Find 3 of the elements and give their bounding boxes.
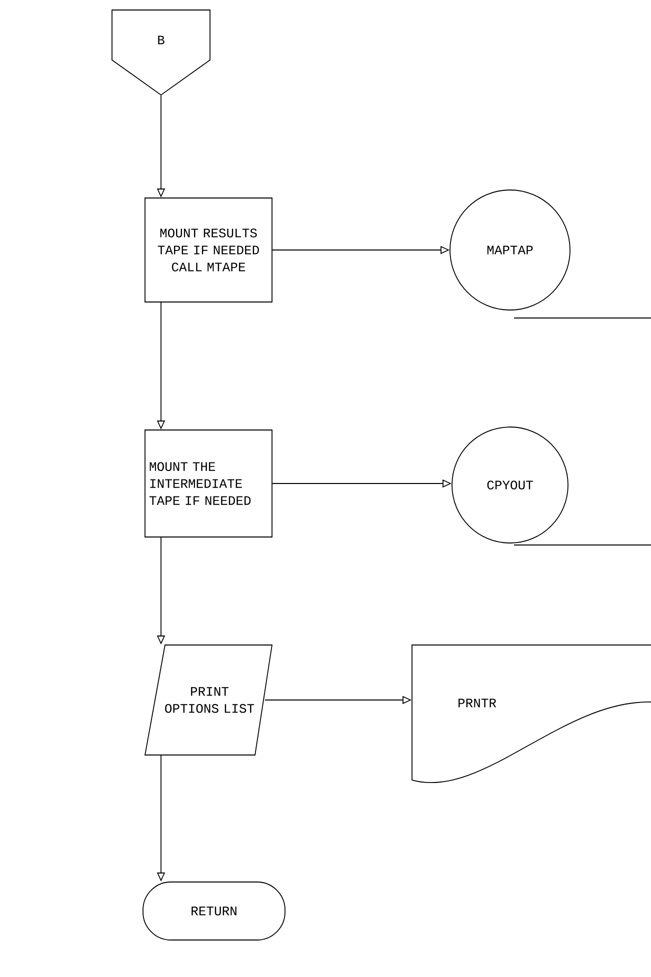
process-box: MOUNT THE INTERMEDIATE TAPE IF NEEDED bbox=[144, 430, 272, 538]
process-box: MOUNT RESULTS TAPE IF NEEDED CALL MTAPE bbox=[144, 198, 272, 302]
off-page-connector: B bbox=[112, 10, 210, 96]
